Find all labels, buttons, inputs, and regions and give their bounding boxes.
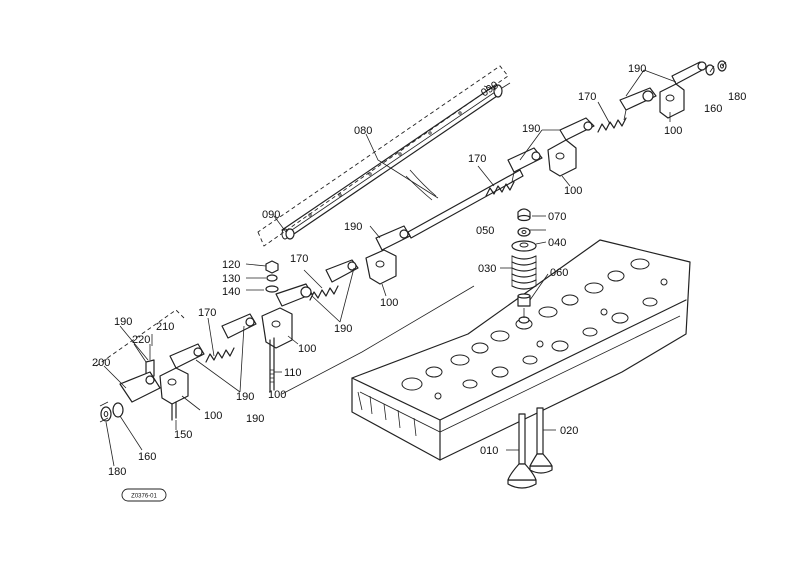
label-160-b: 160 xyxy=(138,451,156,463)
label-150: 150 xyxy=(174,429,192,441)
label-210: 210 xyxy=(156,321,174,333)
spring-170-mid xyxy=(485,181,515,197)
leader-lines xyxy=(103,61,727,467)
label-100-c: 100 xyxy=(380,297,398,309)
label-170-c: 170 xyxy=(290,253,308,265)
shaft-assembly-box xyxy=(257,65,509,247)
rocker-group-upper-right xyxy=(485,60,727,197)
spring-170-upper xyxy=(597,117,627,133)
reference-code-badge: Z0376-01 xyxy=(121,488,167,502)
label-080: 080 xyxy=(354,125,372,137)
label-190-c: 190 xyxy=(344,221,362,233)
label-180-b: 180 xyxy=(108,466,126,478)
label-030: 030 xyxy=(478,263,496,275)
rocker-group-center xyxy=(261,225,411,393)
label-100-e: 100 xyxy=(204,410,222,422)
label-110: 110 xyxy=(284,367,302,379)
secondary-shaft xyxy=(407,169,524,239)
label-190-e: 190 xyxy=(114,316,132,328)
label-190-b: 190 xyxy=(522,123,540,135)
label-190-d: 190 xyxy=(334,323,352,335)
label-130: 130 xyxy=(222,273,240,285)
label-100-a: 100 xyxy=(664,125,682,137)
label-170-a: 170 xyxy=(578,91,596,103)
cylinder-head xyxy=(351,239,691,461)
label-010: 010 xyxy=(480,445,498,457)
label-050: 050 xyxy=(476,225,494,237)
reference-code: Z0376-01 xyxy=(131,494,157,500)
label-170-b: 170 xyxy=(468,153,486,165)
label-190-f: 190 xyxy=(236,391,254,403)
label-070: 070 xyxy=(548,211,566,223)
shaft-plug-left xyxy=(285,228,295,240)
label-100-b: 100 xyxy=(564,185,582,197)
head-ports xyxy=(401,258,668,400)
spring-170-center xyxy=(309,285,339,301)
valve-010 xyxy=(507,413,537,489)
valve-spring-assembly xyxy=(511,208,537,324)
label-060: 060 xyxy=(550,267,568,279)
rocker-group-lower-left xyxy=(95,309,257,423)
valve-020 xyxy=(529,407,553,474)
label-190-a: 190 xyxy=(628,63,646,75)
label-100-f: 100 xyxy=(268,389,286,401)
valves xyxy=(507,407,553,489)
label-170-d: 170 xyxy=(198,307,216,319)
label-120: 120 xyxy=(222,259,240,271)
shaft-plug-top xyxy=(493,82,511,98)
label-200: 200 xyxy=(92,357,110,369)
label-100-d: 100 xyxy=(298,343,316,355)
label-040: 040 xyxy=(548,237,566,249)
label-220: 220 xyxy=(132,334,150,346)
label-140: 140 xyxy=(222,286,240,298)
label-160-a: 160 xyxy=(704,103,722,115)
label-020: 020 xyxy=(560,425,578,437)
label-190-g: 190 xyxy=(246,413,264,425)
shaft-holes xyxy=(308,111,462,217)
label-180-a: 180 xyxy=(728,91,746,103)
spring-170-lower xyxy=(205,347,235,363)
label-090-left: 090 xyxy=(262,209,280,221)
valve-spring xyxy=(511,255,537,290)
